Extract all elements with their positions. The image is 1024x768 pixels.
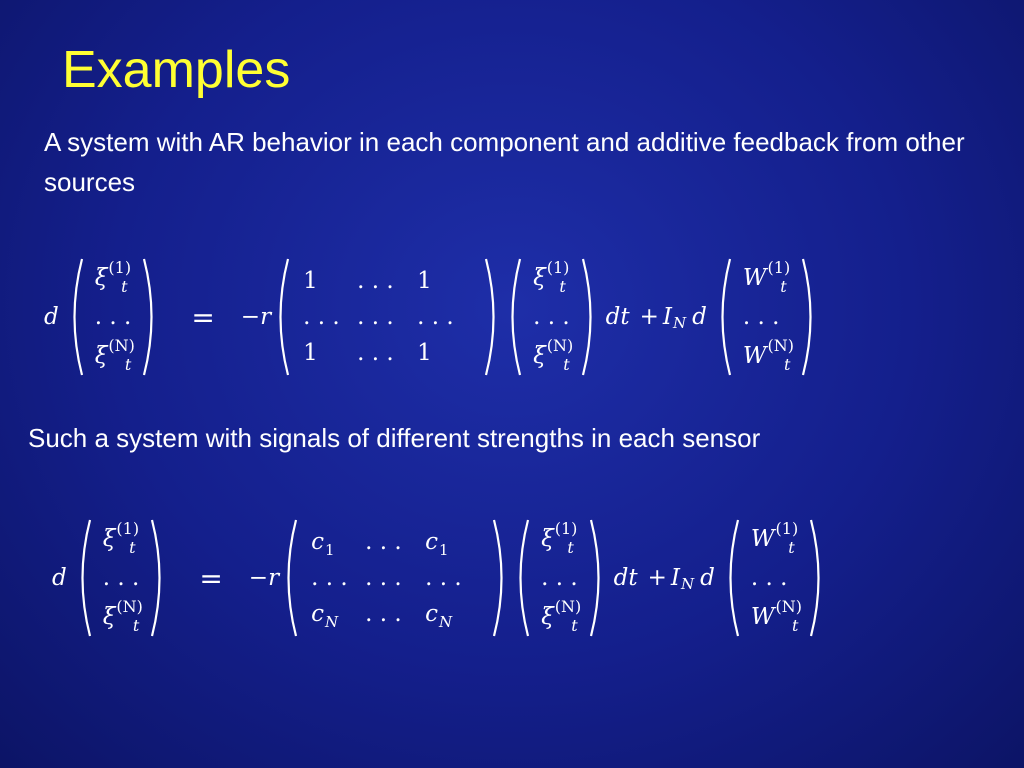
- left-paren: [81, 519, 91, 637]
- neg-r: −r: [240, 304, 272, 330]
- w-first: W(1)t: [750, 518, 799, 557]
- right-paren: [810, 519, 820, 637]
- matrix-cell: . . .: [417, 304, 454, 330]
- w-last: W(N)t: [742, 335, 794, 374]
- wiener-vector: W(1)t . . . W(N)t: [743, 518, 807, 635]
- xi-first: ξ(1)t: [102, 518, 140, 557]
- equals-sign: =: [199, 561, 223, 595]
- xi-last: ξ(N)t: [94, 335, 135, 374]
- equation-1: d ξ(1)t . . . ξ(N)t = −r 1 . . . 1 . . .…: [38, 252, 820, 382]
- equation-2: d ξ(1)t . . . ξ(N)t = −r c1 . . . c1 . .…: [46, 513, 828, 643]
- vector-ellipsis: . . .: [102, 565, 140, 591]
- differential-d-2: d: [700, 565, 715, 591]
- differential-d: d: [44, 304, 59, 330]
- wiener-vector: W(1)t . . . W(N)t: [735, 257, 799, 374]
- right-paren: [151, 519, 161, 637]
- matrix-cell: . . .: [365, 601, 402, 627]
- strength-matrix: c1 . . . c1 . . . . . . . . . cN . . . c…: [301, 524, 489, 632]
- w-first: W(1)t: [742, 257, 791, 296]
- ones-matrix: 1 . . . 1 . . . . . . . . . 1 . . . 1: [293, 263, 481, 371]
- xi-first: ξ(1)t: [541, 518, 578, 557]
- xi-vector: ξ(1)t . . . ξ(N)t: [87, 257, 140, 374]
- xi-last: ξ(N)t: [102, 596, 143, 635]
- xi-vector: ξ(1)t . . . ξ(N)t: [95, 518, 148, 635]
- left-paren: [279, 258, 290, 376]
- identity-I: I: [662, 304, 673, 330]
- left-paren: [729, 519, 739, 637]
- description-paragraph-2: Such a system with signals of different …: [28, 423, 761, 453]
- matrix-cell: 1: [303, 340, 318, 366]
- w-last: W(N)t: [750, 596, 802, 635]
- xi-first: ξ(1)t: [94, 257, 132, 296]
- right-paren: [485, 258, 495, 376]
- left-paren: [73, 258, 83, 376]
- xi-vector-2: ξ(1)t . . . ξ(N)t: [525, 257, 578, 374]
- vector-ellipsis: . . .: [750, 565, 788, 591]
- matrix-cell: 1: [303, 268, 318, 294]
- matrix-cell: c1: [311, 529, 335, 559]
- right-paren: [589, 519, 600, 637]
- identity-I: I: [670, 565, 681, 591]
- plus-sign: +: [647, 565, 667, 591]
- plus-sign: +: [639, 304, 659, 330]
- left-paren: [519, 519, 530, 637]
- equals-sign: =: [191, 300, 215, 334]
- matrix-cell: cN: [311, 601, 339, 631]
- xi-last: ξ(N)t: [533, 335, 574, 374]
- right-paren: [581, 258, 592, 376]
- matrix-cell: 1: [417, 340, 432, 366]
- right-paren: [143, 258, 153, 376]
- vector-ellipsis: . . .: [533, 304, 570, 330]
- matrix-cell: . . .: [311, 565, 348, 591]
- dt: dt: [613, 565, 638, 591]
- matrix-cell: . . .: [357, 304, 394, 330]
- left-paren: [511, 258, 522, 376]
- differential-d: d: [52, 565, 67, 591]
- matrix-cell: c1: [425, 529, 449, 559]
- dt: dt: [605, 304, 630, 330]
- xi-vector-2: ξ(1)t . . . ξ(N)t: [533, 518, 586, 635]
- left-paren: [721, 258, 731, 376]
- vector-ellipsis: . . .: [742, 304, 780, 330]
- left-paren: [287, 519, 298, 637]
- vector-ellipsis: . . .: [541, 565, 578, 591]
- identity-subscript: N: [673, 314, 687, 332]
- differential-d-2: d: [692, 304, 707, 330]
- identity-subscript: N: [681, 575, 695, 593]
- xi-last: ξ(N)t: [541, 596, 582, 635]
- right-paren: [802, 258, 812, 376]
- matrix-cell: . . .: [365, 529, 402, 555]
- matrix-cell: . . .: [425, 565, 462, 591]
- xi-first: ξ(1)t: [533, 257, 570, 296]
- right-paren: [493, 519, 503, 637]
- matrix-cell: . . .: [303, 304, 340, 330]
- matrix-cell: cN: [425, 601, 453, 631]
- description-paragraph-1: A system with AR behavior in each compon…: [44, 127, 965, 197]
- matrix-cell: 1: [417, 268, 432, 294]
- slide-title: Examples: [62, 41, 291, 99]
- neg-r: −r: [248, 565, 280, 591]
- matrix-cell: . . .: [357, 340, 394, 366]
- matrix-cell: . . .: [357, 268, 394, 294]
- matrix-cell: . . .: [365, 565, 402, 591]
- vector-ellipsis: . . .: [94, 304, 132, 330]
